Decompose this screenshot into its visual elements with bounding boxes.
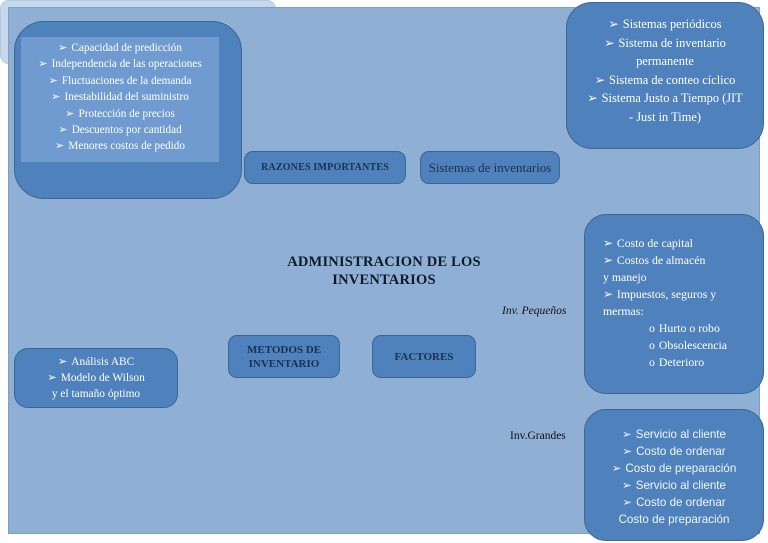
list-item: ➢Costo de preparación (585, 460, 763, 477)
list-item: ➢Menores costos de pedido (21, 138, 219, 154)
list-item-label: Protección de precios (78, 107, 175, 120)
arrow-bullet-icon: ➢ (611, 462, 622, 475)
list-item-label: Sistema de inventario permanente (618, 35, 726, 69)
list-item-label: Sistema Justo a Tiempo (JIT - Just in Ti… (601, 91, 743, 124)
list-item-label: Costo de preparación (618, 513, 730, 526)
arrow-bullet-icon: ➢ (47, 372, 57, 384)
list-item-label: Inestabilidad del suministro (64, 91, 189, 104)
list-item: ➢Costos de almacén y manejo (603, 252, 763, 286)
list-item-label: Costo de ordenar (636, 496, 726, 509)
list-item: ➢Servicio al cliente (585, 426, 763, 443)
circle-bullet-icon: o (649, 321, 655, 335)
list-item-label: Descuentos por cantidad (71, 124, 182, 137)
arrow-bullet-icon: ➢ (48, 74, 58, 87)
list-item: ➢Sistemas periódicos (567, 15, 763, 34)
list-item: ➢Inestabilidad del suministro (21, 89, 219, 105)
list-item: ➢Sistema Justo a Tiempo (JIT - Just in T… (567, 89, 763, 126)
razones-list: ➢Capacidad de predicción➢Independencia d… (21, 40, 219, 155)
arrow-bullet-icon: ➢ (603, 287, 613, 301)
arrow-bullet-icon: ➢ (55, 140, 65, 153)
arrow-bullet-icon: ➢ (58, 42, 68, 54)
list-item: ➢Fluctuaciones de la demanda (21, 73, 219, 89)
list-item: ➢Costo de ordenar (585, 494, 763, 511)
list-item: ➢Impuestos, seguros y mermas: (603, 286, 763, 320)
razones-detail-panel: ➢Capacidad de predicción➢Independencia d… (21, 37, 219, 162)
arrow-bullet-icon: ➢ (65, 107, 75, 120)
list-item-label: Servicio al cliente (635, 479, 726, 492)
arrow-bullet-icon: ➢ (622, 479, 632, 492)
list-item-label: Sistemas periódicos (622, 17, 722, 31)
list-item-label: Costo de preparación (625, 462, 737, 475)
list-item: ➢Análisis ABC (15, 354, 177, 370)
list-item-label: Fluctuaciones de la demanda (61, 74, 192, 87)
arrow-bullet-icon: ➢ (38, 58, 48, 71)
list-item-label: Independencia de las operaciones (51, 58, 202, 71)
list-item-label: Costos de almacén y manejo (603, 253, 706, 284)
list-item: ➢Capacidad de predicción (21, 40, 219, 56)
list-item: ➢Costo de ordenar (585, 443, 763, 460)
arrow-bullet-icon: ➢ (604, 35, 615, 50)
list-item-label: Hurto o robo (658, 321, 720, 335)
list-item: Costo de preparación (585, 511, 763, 528)
node-metodos-label: METODOS DE INVENTARIO (246, 343, 322, 370)
sistemas-list: ➢Sistemas periódicos➢Sistema de inventar… (567, 15, 763, 126)
list-item: ➢Servicio al cliente (585, 477, 763, 494)
list-item-label: Costo de capital (616, 236, 693, 250)
list-item-label: Capacidad de predicción (71, 42, 182, 54)
metodos-list: ➢Análisis ABC➢Modelo de Wilson y el tama… (15, 354, 177, 402)
list-item-label: Análisis ABC (71, 356, 135, 368)
node-sistemas-label: Sistemas de inventarios (428, 159, 552, 175)
servicio-detail-box: ➢Servicio al cliente➢Costo de ordenar➢Co… (584, 409, 764, 541)
arrow-bullet-icon: ➢ (603, 253, 613, 267)
arrow-bullet-icon: ➢ (608, 17, 619, 31)
list-item-label: Modelo de Wilson y el tamaño óptimo (51, 372, 145, 400)
costos-detail-box: ➢Costo de capital➢Costos de almacén y ma… (584, 214, 764, 394)
sistemas-detail-box: ➢Sistemas periódicos➢Sistema de inventar… (566, 2, 764, 149)
list-item: ➢Modelo de Wilson y el tamaño óptimo (15, 370, 177, 402)
list-item: ➢Protección de precios (21, 106, 219, 122)
list-item: ➢Descuentos por cantidad (21, 122, 219, 138)
circle-bullet-icon: o (649, 338, 655, 352)
arrow-bullet-icon: ➢ (622, 445, 633, 458)
arrow-bullet-icon: ➢ (594, 72, 606, 87)
node-factores[interactable]: FACTORES (372, 335, 476, 378)
list-item-label: Sistema de conteo cíclico (609, 72, 736, 87)
list-item: ➢Independencia de las operaciones (21, 56, 219, 72)
arrow-bullet-icon: ➢ (603, 236, 613, 250)
node-metodos-inventario[interactable]: METODOS DE INVENTARIO (228, 335, 340, 378)
list-item-label: Menores costos de pedido (68, 140, 185, 153)
arrow-bullet-icon: ➢ (622, 428, 632, 441)
razones-detail-box: ➢Capacidad de predicción➢Independencia d… (14, 21, 242, 199)
circle-bullet-icon: o (649, 355, 655, 369)
node-factores-label: FACTORES (394, 350, 454, 363)
node-razones-importantes[interactable]: RAZONES IMPORTANTES (244, 151, 406, 184)
list-item-label: Impuestos, seguros y mermas: (603, 287, 717, 318)
node-razones-label: RAZONES IMPORTANTES (260, 162, 389, 173)
arrow-bullet-icon: ➢ (587, 91, 598, 105)
metodos-detail-box: ➢Análisis ABC➢Modelo de Wilson y el tama… (14, 348, 178, 408)
list-item-label: Deterioro (658, 355, 705, 369)
list-item-label: Obsolescencia (658, 338, 728, 352)
list-item-label: Costo de ordenar (636, 445, 726, 458)
list-item: ➢Sistema de inventario permanente (567, 34, 763, 71)
arrow-bullet-icon: ➢ (57, 356, 68, 368)
arrow-bullet-icon: ➢ (51, 91, 61, 104)
arrow-bullet-icon: ➢ (58, 124, 68, 137)
costos-list: ➢Costo de capital➢Costos de almacén y ma… (603, 235, 763, 371)
list-item: ➢Costo de capital (603, 235, 763, 252)
edge-label-inv-pequenos: Inv. Pequeños (502, 305, 567, 317)
list-item-label: Servicio al cliente (635, 428, 726, 441)
servicio-list: ➢Servicio al cliente➢Costo de ordenar➢Co… (585, 426, 763, 528)
list-item: ➢Sistema de conteo cíclico (567, 71, 763, 90)
node-sistemas-inventarios[interactable]: Sistemas de inventarios (420, 151, 560, 184)
page-title: ADMINISTRACION DE LOS INVENTARIOS (287, 253, 481, 288)
arrow-bullet-icon: ➢ (622, 496, 633, 509)
edge-label-inv-grandes: Inv.Grandes (510, 430, 566, 442)
